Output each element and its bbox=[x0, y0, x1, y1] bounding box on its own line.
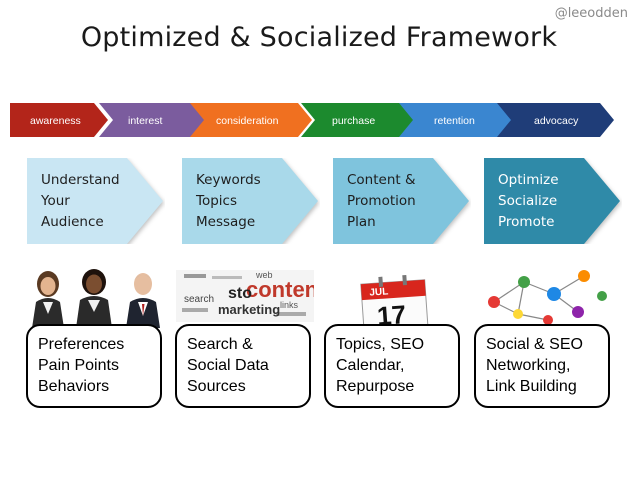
word-cloud-word: web bbox=[255, 270, 273, 280]
block-line: Promotion bbox=[347, 193, 416, 209]
stage-retention-arrow bbox=[399, 103, 516, 137]
stage-bar: awareness interest consideration purchas… bbox=[10, 103, 614, 137]
word-cloud: content sto marketing search links web bbox=[176, 262, 314, 328]
stage-consideration-arrow bbox=[190, 103, 312, 137]
block-line: Plan bbox=[347, 214, 376, 230]
stage-retention-label: retention bbox=[434, 115, 475, 127]
block-line: Message bbox=[196, 214, 256, 230]
stage-purchase-label: purchase bbox=[332, 115, 375, 127]
stage-awareness-label: awareness bbox=[30, 115, 81, 127]
person-icon bbox=[32, 271, 64, 328]
card-line: Topics, SEO bbox=[336, 336, 425, 353]
stage-interest-arrow bbox=[99, 103, 210, 137]
network-icon bbox=[474, 262, 612, 328]
card-search-social: Search & Social Data Sources bbox=[175, 324, 311, 408]
block-line: Topics bbox=[196, 193, 237, 209]
block-understand-audience: Understand Your Audience bbox=[27, 158, 163, 244]
stage-purchase-arrow bbox=[301, 103, 420, 137]
card-line: Preferences bbox=[38, 336, 125, 353]
card-line: Repurpose bbox=[336, 378, 415, 395]
calendar-icon: JUL 17 bbox=[324, 262, 462, 328]
word-cloud-word: marketing bbox=[218, 302, 280, 317]
card-line: Sources bbox=[187, 378, 246, 395]
author-handle: @leeodden bbox=[554, 6, 628, 21]
block-line: Understand bbox=[41, 172, 120, 188]
word-cloud-word: search bbox=[184, 294, 214, 305]
card-line: Behaviors bbox=[38, 378, 110, 395]
card-line: Networking, bbox=[486, 357, 571, 374]
person-icon bbox=[126, 273, 160, 328]
stage-consideration-label: consideration bbox=[216, 115, 279, 127]
calendar-day: 17 bbox=[376, 299, 407, 328]
block-line: Content & bbox=[347, 172, 416, 188]
block-line: Promote bbox=[498, 214, 555, 230]
card-line: Social Data bbox=[187, 357, 269, 374]
stage-advocacy-label: advocacy bbox=[534, 115, 579, 127]
card-topics-seo: Topics, SEO Calendar, Repurpose bbox=[324, 324, 460, 408]
card-line: Search & bbox=[187, 336, 253, 353]
stage-interest-label: interest bbox=[128, 115, 163, 127]
block-keywords-topics: Keywords Topics Message bbox=[182, 158, 318, 244]
block-line: Socialize bbox=[498, 193, 558, 209]
card-line: Social & SEO bbox=[486, 336, 583, 353]
block-line: Keywords bbox=[196, 172, 261, 188]
card-preferences: Preferences Pain Points Behaviors bbox=[26, 324, 162, 408]
calendar-month: JUL bbox=[369, 286, 389, 298]
block-line: Audience bbox=[41, 214, 104, 230]
page-title: Optimized & Socialized Framework bbox=[80, 22, 558, 53]
person-icon bbox=[76, 269, 112, 328]
block-line: Your bbox=[41, 193, 70, 209]
stage-awareness-arrow bbox=[10, 103, 108, 137]
card-line: Pain Points bbox=[38, 357, 119, 374]
card-line: Calendar, bbox=[336, 357, 405, 374]
people-photo bbox=[26, 262, 164, 328]
word-cloud-word: content bbox=[246, 277, 314, 302]
card-social-seo: Social & SEO Networking, Link Building bbox=[474, 324, 610, 408]
word-cloud-word: sto bbox=[228, 285, 252, 302]
block-line: Optimize bbox=[498, 172, 559, 188]
card-line: Link Building bbox=[486, 378, 577, 395]
block-optimize-socialize: Optimize Socialize Promote bbox=[484, 158, 620, 244]
block-content-plan: Content & Promotion Plan bbox=[333, 158, 469, 244]
stage-advocacy-arrow bbox=[497, 103, 614, 137]
word-cloud-word: links bbox=[280, 300, 299, 310]
